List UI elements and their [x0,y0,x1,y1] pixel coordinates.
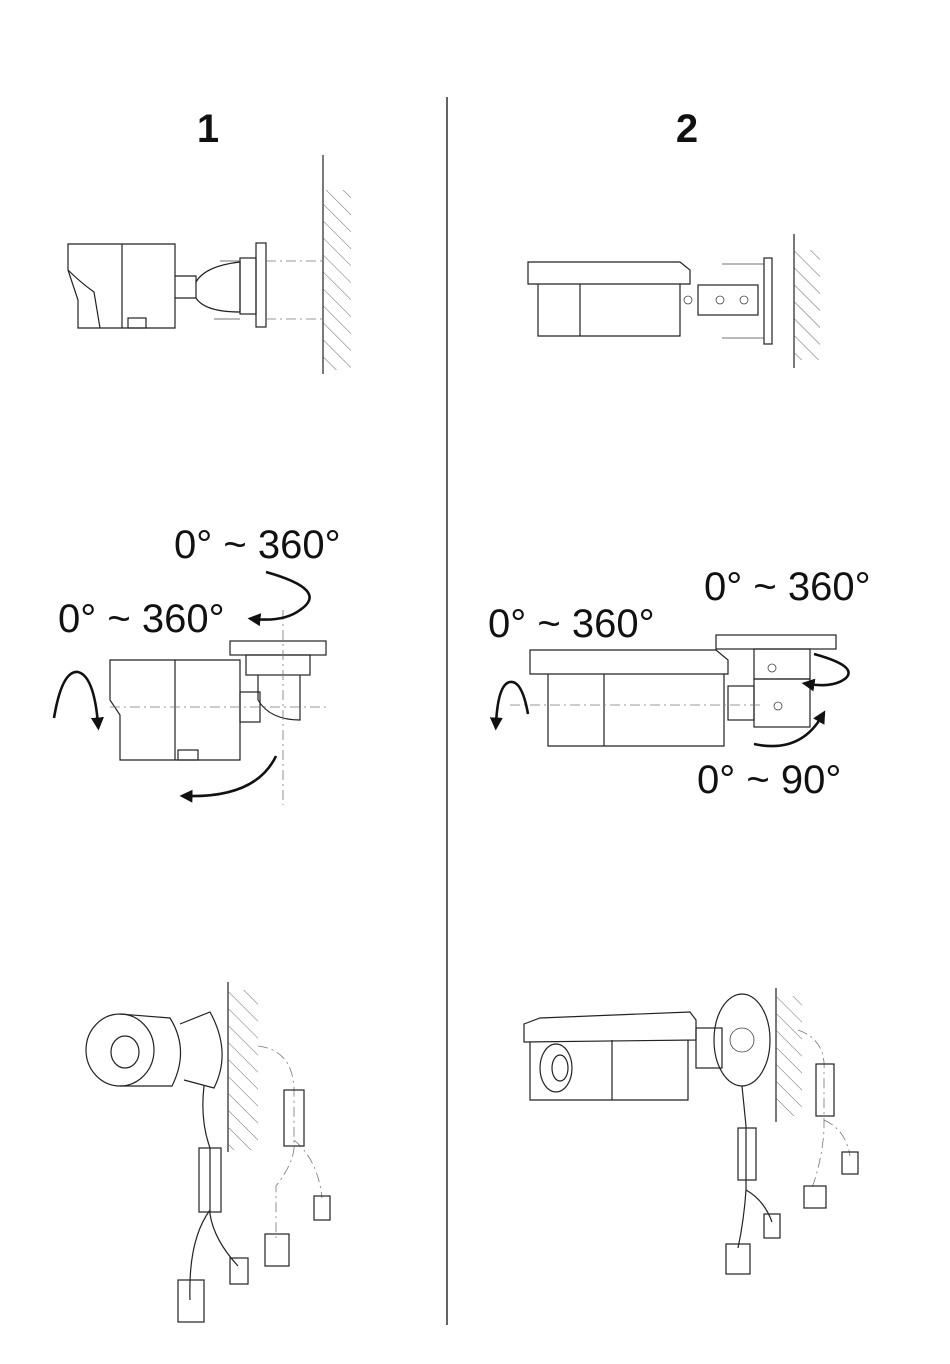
right-rotate-label: 0° ~ 360° [488,602,655,646]
bullet-camera-mount-drawing [68,155,351,374]
step-number-2: 2 [676,107,698,151]
box-camera-mount-drawing [528,234,820,368]
right-pan-label: 0° ~ 360° [704,565,871,609]
tilt-arrow-2 [754,716,822,746]
left-rotate-label: 0° ~ 360° [58,597,225,641]
left-pan-label: 0° ~ 360° [174,523,341,567]
roll-arrow [54,672,98,724]
roll-arrow-2 [496,682,528,724]
bullet-camera-cable-drawing [86,982,330,1322]
pan-arrow [254,572,310,620]
box-camera-rotation-drawing [496,635,849,746]
box-camera-cable-drawing [524,988,858,1274]
pan-arrow-2 [808,654,849,685]
step-number-1: 1 [197,107,219,151]
right-tilt-label: 0° ~ 90° [697,758,841,802]
tilt-arrow [186,756,276,796]
